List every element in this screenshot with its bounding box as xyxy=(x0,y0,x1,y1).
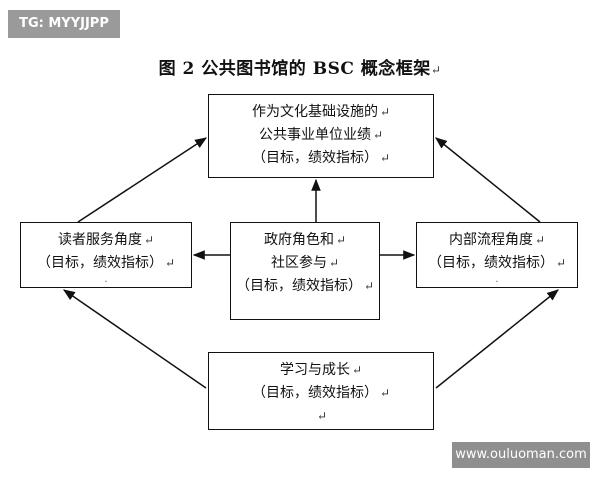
dot-mark: . xyxy=(104,274,108,285)
box-line: 作为文化基础设施的 xyxy=(251,104,378,120)
box-learning-growth: 学习与成长↵ （目标，绩效指标）↵ ↵ xyxy=(208,352,434,430)
arrow-internal-to-public xyxy=(435,137,541,223)
box-line: 政府角色和 xyxy=(263,232,334,248)
paragraph-mark-icon: ↵ xyxy=(379,151,391,165)
box-line: 社区参与 xyxy=(270,255,327,271)
box-reader-service: 读者服务角度↵ （目标，绩效指标）↵ . xyxy=(20,222,192,288)
watermark-top: TG: MYYJJPP xyxy=(8,10,120,38)
box-internal-process: 内部流程角度↵ （目标，绩效指标）↵ . xyxy=(416,222,578,288)
box-line: （目标，绩效指标） xyxy=(427,255,554,271)
box-line: （目标，绩效指标） xyxy=(251,150,378,166)
box-line: 学习与成长 xyxy=(279,362,350,378)
box-line: 公共事业单位业绩 xyxy=(258,127,371,143)
box-line: （目标，绩效指标） xyxy=(36,255,163,271)
paragraph-mark-icon: ↵ xyxy=(335,233,347,247)
paragraph-mark-icon: ↵ xyxy=(372,128,384,142)
paragraph-mark-icon: ↵ xyxy=(143,233,155,247)
box-line: 内部流程角度 xyxy=(448,232,533,248)
paragraph-mark-icon: ↵ xyxy=(379,105,391,119)
box-public-performance: 作为文化基础设施的↵ 公共事业单位业绩↵ （目标，绩效指标）↵ xyxy=(208,94,434,178)
paragraph-mark-icon: ↵ xyxy=(363,279,375,293)
box-line: 读者服务角度 xyxy=(57,232,142,248)
paragraph-mark-icon: ↵ xyxy=(430,63,442,77)
paragraph-mark-icon: ↵ xyxy=(328,256,340,270)
watermark-bottom: www.ouluoman.com xyxy=(452,442,590,468)
arrow-learn-to-internal xyxy=(435,289,559,389)
paragraph-mark-icon: ↵ xyxy=(164,256,176,270)
box-line: （目标，绩效指标） xyxy=(251,385,378,401)
diagram-title: 图 2 公共图书馆的 BSC 概念框架↵ xyxy=(0,54,600,79)
box-government-community: 政府角色和↵ 社区参与↵ （目标，绩效指标）↵ xyxy=(230,222,380,320)
paragraph-mark-icon: ↵ xyxy=(351,363,363,377)
paragraph-mark-icon: ↵ xyxy=(379,386,391,400)
paragraph-mark-icon: ↵ xyxy=(534,233,546,247)
dot-mark: . xyxy=(495,274,499,285)
box-line: （目标，绩效指标） xyxy=(235,278,362,294)
arrow-learn-to-reader xyxy=(63,289,207,389)
arrow-reader-to-public xyxy=(77,137,208,223)
paragraph-mark-icon: ↵ xyxy=(316,409,328,423)
paragraph-mark-icon: ↵ xyxy=(555,256,567,270)
diagram-title-text: 图 2 公共图书馆的 BSC 概念框架 xyxy=(158,59,431,79)
